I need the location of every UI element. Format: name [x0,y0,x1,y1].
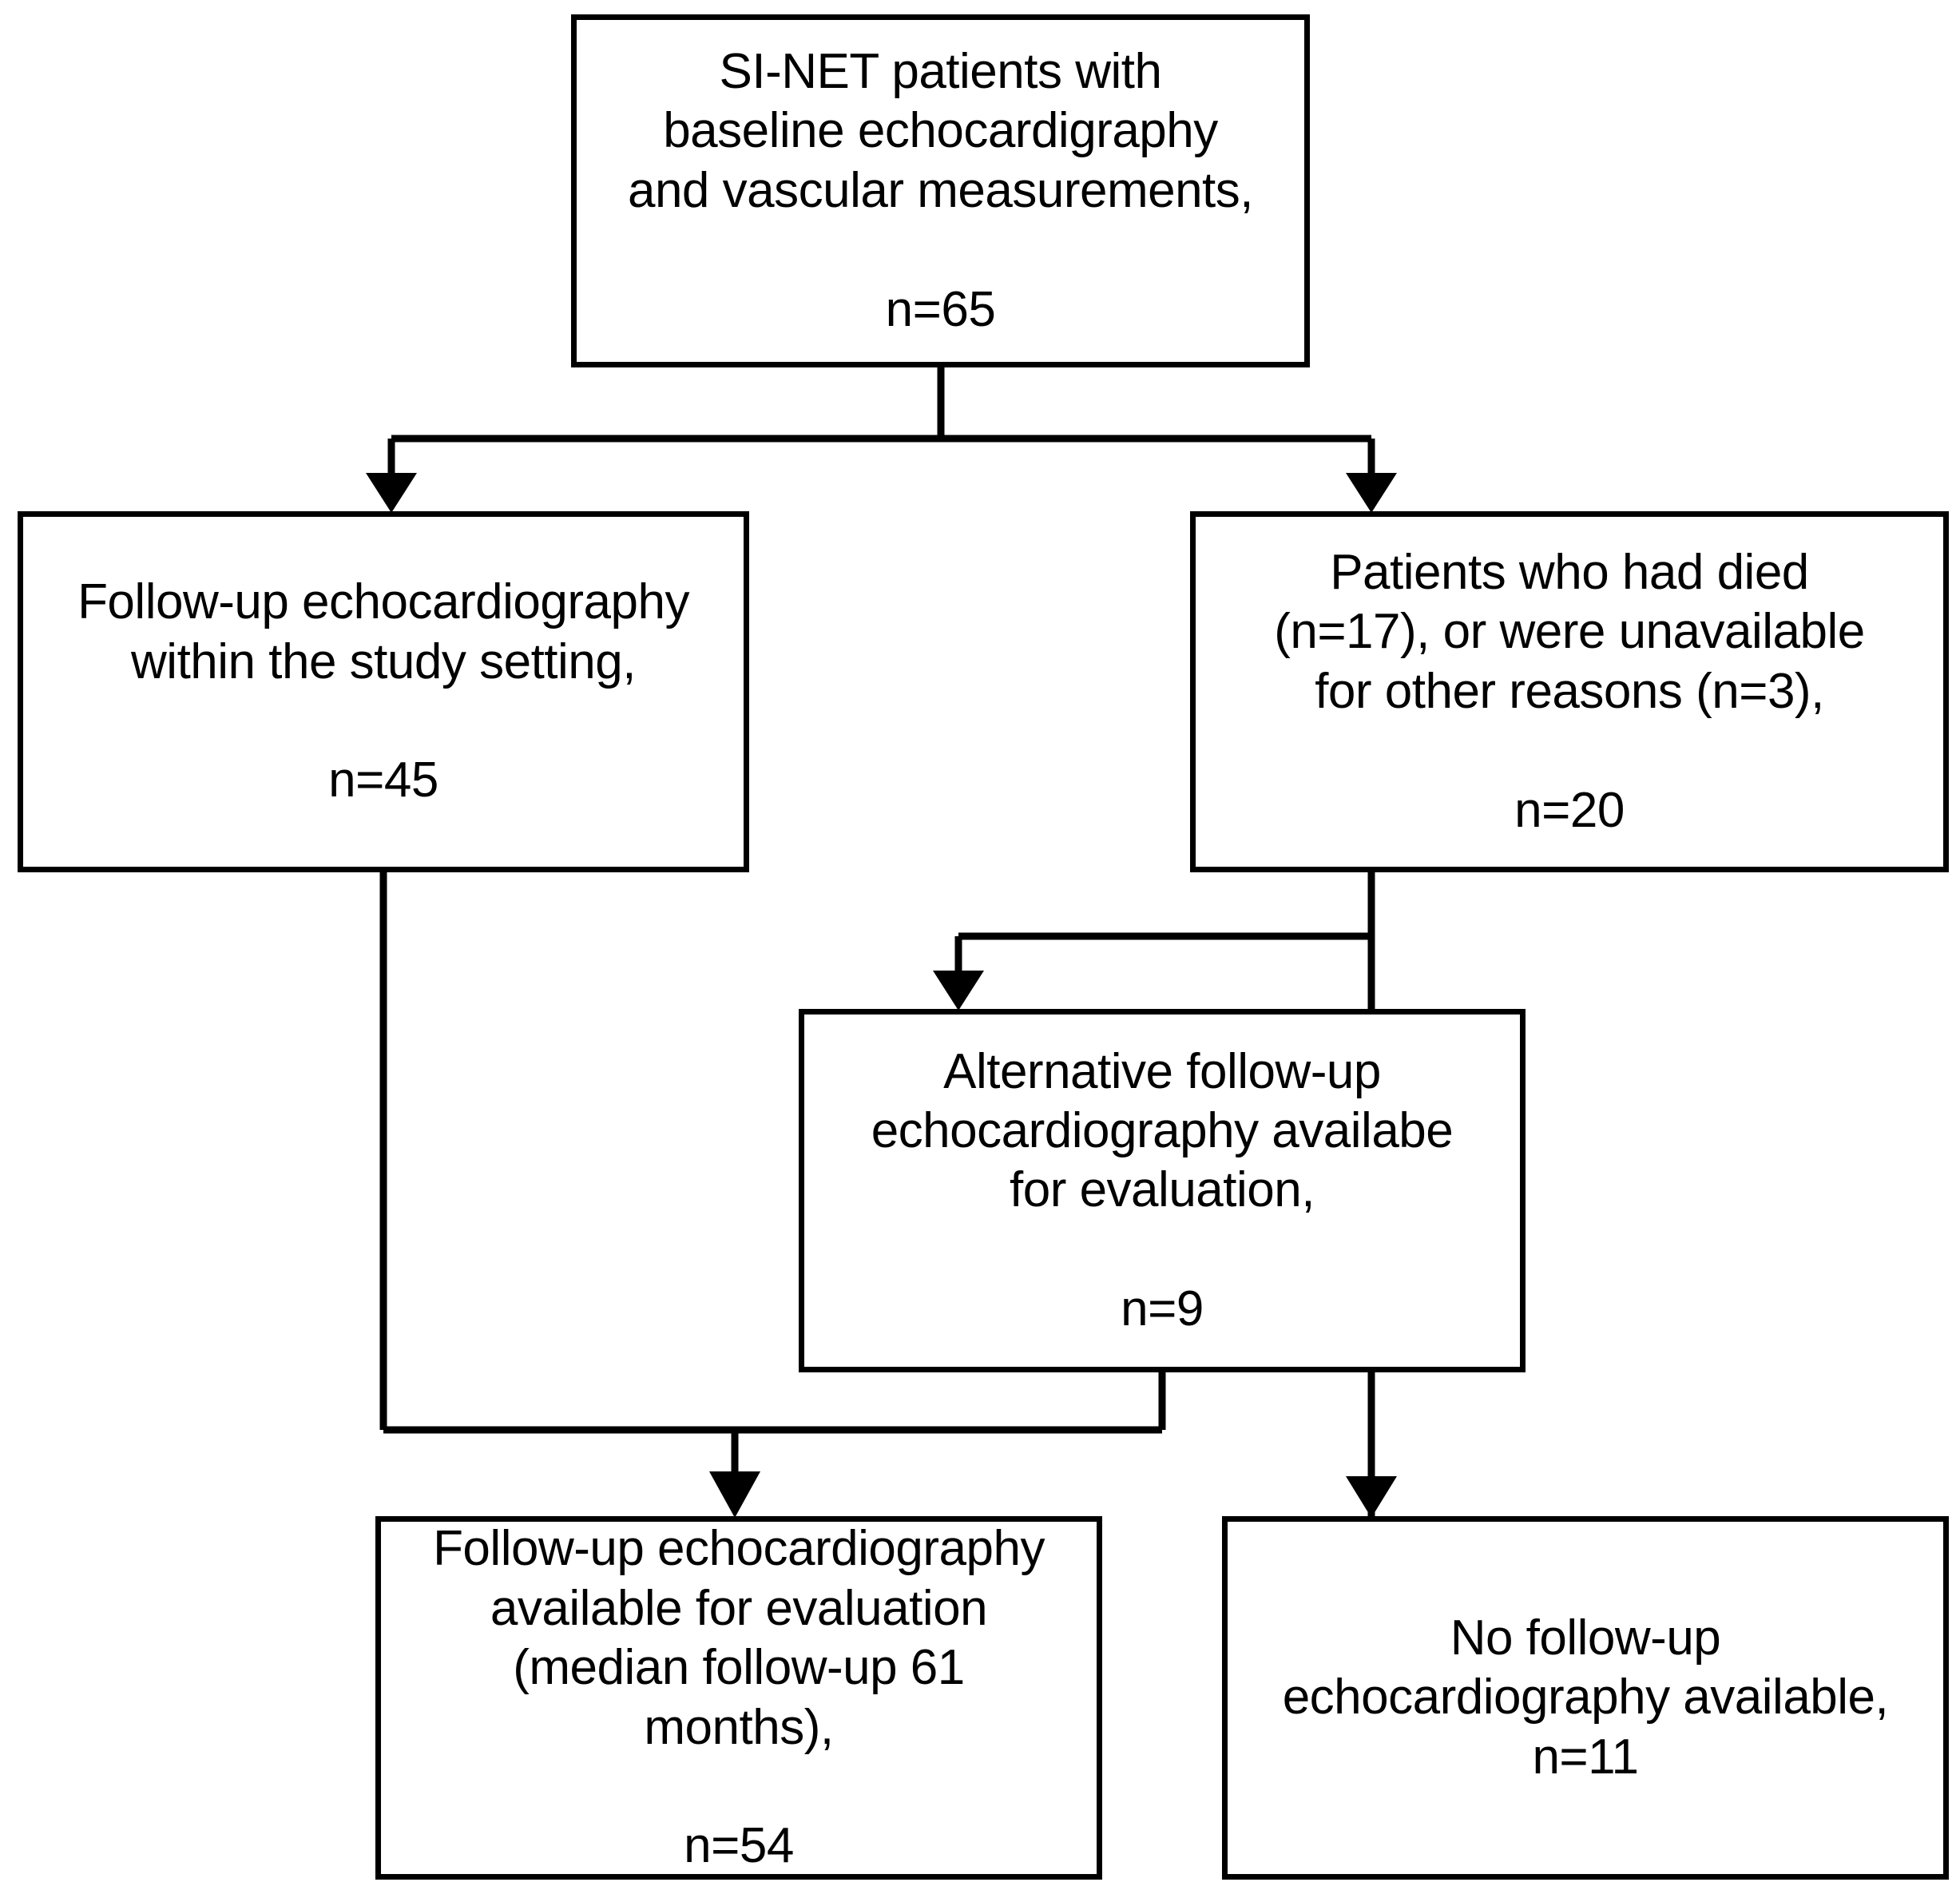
node-followup-study-setting-label: Follow-up echocardiography within the st… [77,574,689,808]
node-no-followup[interactable]: No follow-up echocardiography available,… [1222,1516,1949,1880]
node-no-followup-label: No follow-up echocardiography available,… [1282,1610,1889,1785]
node-followup-available[interactable]: Follow-up echocardiography available for… [375,1516,1102,1880]
node-alternative-followup[interactable]: Alternative follow-up echocardiography a… [799,1009,1526,1372]
arrow-head-to-followup-study-setting [366,473,417,513]
node-baseline-label: SI-NET patients with baseline echocardig… [627,44,1254,337]
node-baseline[interactable]: SI-NET patients with baseline echocardig… [571,14,1310,367]
arrow-head-to-alternative-followup [933,971,984,1011]
arrow-head-to-followup-available [709,1471,760,1518]
edge-baseline-split [366,367,1397,513]
node-died-or-unavailable-label: Patients who had died (n=17), or were un… [1274,545,1865,838]
node-followup-available-label: Follow-up echocardiography available for… [433,1521,1045,1874]
node-followup-study-setting[interactable]: Follow-up echocardiography within the st… [18,511,749,872]
arrow-head-to-died-or-unavailable [1346,473,1397,513]
edge-merge-to-followup-available [379,872,1166,1518]
node-alternative-followup-label: Alternative follow-up echocardiography a… [871,1043,1454,1337]
arrow-head-to-no-followup [1346,1476,1397,1518]
node-died-or-unavailable[interactable]: Patients who had died (n=17), or were un… [1190,511,1949,872]
